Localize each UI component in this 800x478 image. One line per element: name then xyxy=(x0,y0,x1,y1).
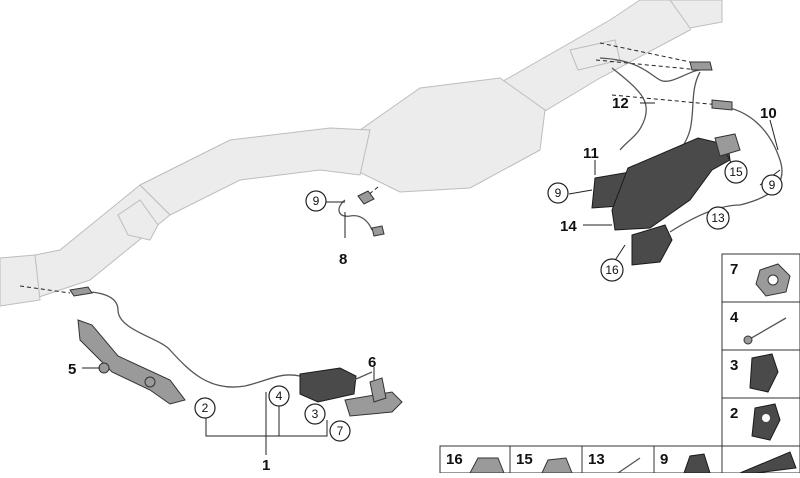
lower-sensor-harness xyxy=(19,285,403,417)
nut-icon xyxy=(755,263,791,297)
leader-lines xyxy=(82,102,781,455)
svg-text:9: 9 xyxy=(769,178,776,192)
legend-label-4: 4 xyxy=(730,309,739,326)
legend-label-3: 3 xyxy=(730,357,738,374)
holder-icon xyxy=(751,403,781,441)
legend-label-15: 15 xyxy=(516,451,533,468)
callout-1: 1 xyxy=(262,457,270,473)
legend-label-13: 13 xyxy=(588,451,605,468)
circled-callout-9-lower: 9 xyxy=(305,190,327,212)
exhaust-pipe-assembly xyxy=(0,0,723,307)
callout-10: 10 xyxy=(760,105,777,122)
strap-icon xyxy=(617,457,641,474)
sensor-8-group xyxy=(338,186,385,237)
legend-label-16: 16 xyxy=(446,451,463,468)
callout-8: 8 xyxy=(339,251,347,268)
svg-text:3: 3 xyxy=(312,407,319,421)
svg-text:13: 13 xyxy=(711,211,725,225)
circled-callout-16: 16 xyxy=(600,258,624,282)
svg-text:9: 9 xyxy=(313,194,320,208)
callout-12: 12 xyxy=(612,95,629,112)
upper-sensor-harness xyxy=(591,42,783,266)
circled-callout-7: 7 xyxy=(329,420,351,442)
svg-text:9: 9 xyxy=(555,186,562,200)
circled-callout-9-left: 9 xyxy=(547,182,569,204)
side-legend: 7 4 3 2 xyxy=(721,253,800,474)
callout-6: 6 xyxy=(368,354,376,371)
circled-callout-3: 3 xyxy=(304,403,326,425)
callout-14: 14 xyxy=(560,218,577,235)
svg-text:16: 16 xyxy=(605,263,619,277)
legend-label-9: 9 xyxy=(660,451,668,468)
svg-text:7: 7 xyxy=(337,424,344,438)
legend-label-2: 2 xyxy=(730,405,738,422)
legend-label-7: 7 xyxy=(730,261,738,278)
circled-callout-9-right: 9 xyxy=(761,174,783,196)
clip-icon xyxy=(749,353,779,393)
svg-text:2: 2 xyxy=(202,401,209,415)
circled-callout-13: 13 xyxy=(706,206,730,230)
bottom-legend: 16 15 13 9 xyxy=(439,445,723,474)
circled-callout-4: 4 xyxy=(268,385,290,407)
cable-tie-icon xyxy=(743,317,787,345)
circled-callout-15: 15 xyxy=(724,160,748,184)
circled-callout-2: 2 xyxy=(194,397,216,419)
callout-11: 11 xyxy=(583,145,599,162)
callout-5: 5 xyxy=(68,361,76,378)
svg-text:4: 4 xyxy=(276,389,283,403)
svg-text:15: 15 xyxy=(729,165,743,179)
